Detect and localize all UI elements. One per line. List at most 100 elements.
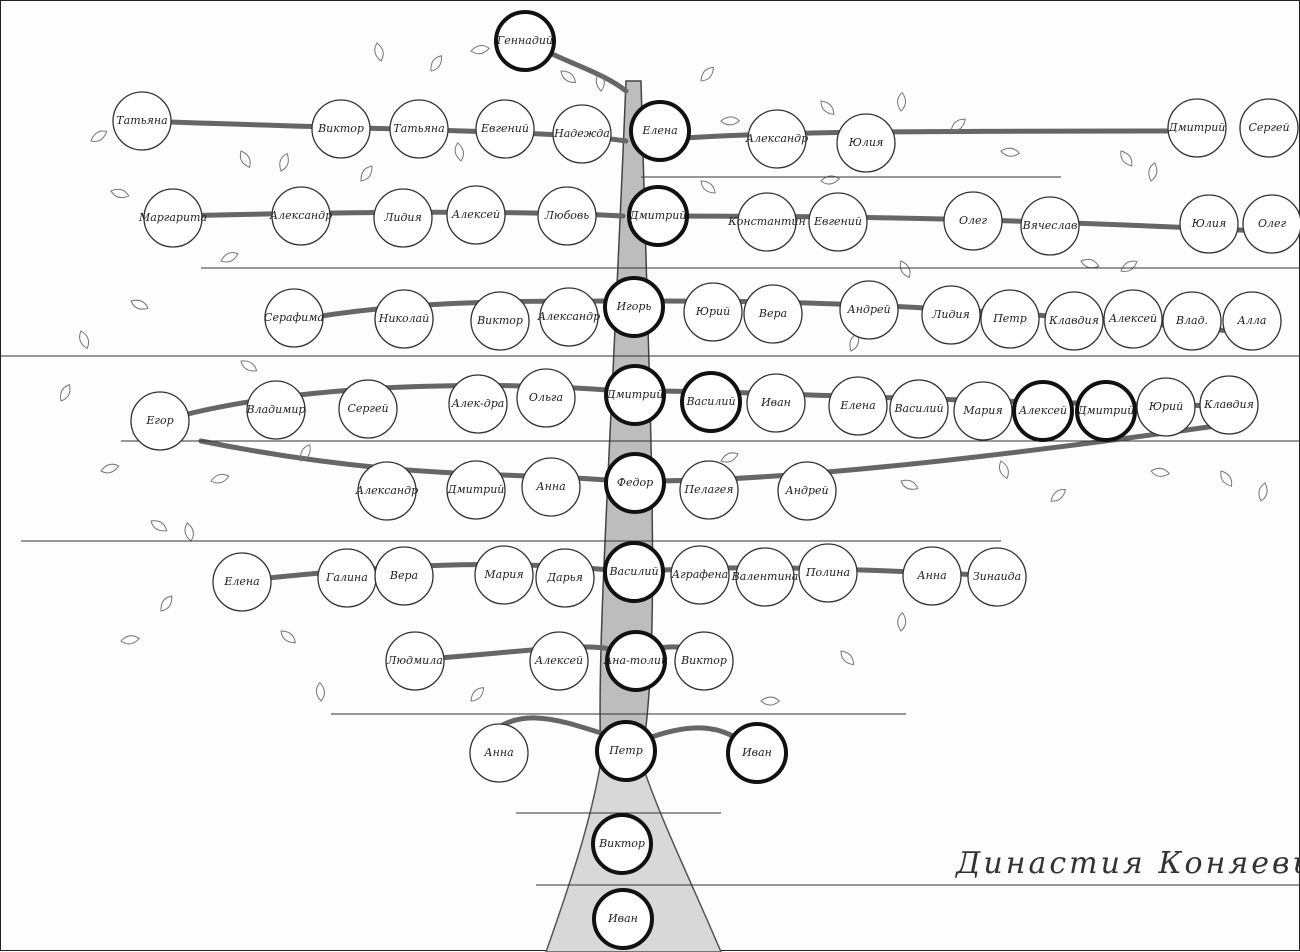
person-node: Виктор xyxy=(471,292,529,350)
leaf-stroke xyxy=(315,682,326,701)
leaf-stroke xyxy=(357,164,376,182)
person-node: Иван xyxy=(747,374,805,432)
person-node: Ана-толий xyxy=(603,632,668,690)
leaf-stroke xyxy=(279,627,297,646)
title-block: Династия Коняевых xyxy=(951,846,1300,885)
person-name: Надежда xyxy=(553,127,610,140)
leaf-stroke xyxy=(220,251,239,263)
person-node: Иван xyxy=(728,724,786,782)
person-node: Петр xyxy=(981,290,1039,348)
person-name: Виктор xyxy=(317,122,364,135)
person-name: Олег xyxy=(959,214,988,227)
person-node: Александр xyxy=(745,110,808,168)
person-node: Константин xyxy=(727,193,806,251)
leaf-stroke xyxy=(1048,487,1068,503)
leaf-stroke xyxy=(895,92,908,112)
person-node: Маргарита xyxy=(138,189,207,247)
person-name: Олег xyxy=(1258,217,1287,230)
person-node: Геннадий xyxy=(496,12,554,70)
person-name: Полина xyxy=(805,566,850,579)
person-name: Юрий xyxy=(695,305,730,318)
person-node: Валентина xyxy=(731,548,799,606)
person-node: Дарья xyxy=(536,549,594,607)
person-name: Вера xyxy=(758,307,787,320)
person-name: Елена xyxy=(223,575,259,588)
person-node: Егор xyxy=(131,392,189,450)
person-name: Елена xyxy=(641,124,677,137)
person-name: Елена xyxy=(839,399,875,412)
person-name: Василий xyxy=(685,395,735,408)
leaf-stroke xyxy=(101,464,119,473)
person-name: Вячеслав xyxy=(1022,219,1078,232)
person-node: Олег xyxy=(944,192,1002,250)
person-name: Юлия xyxy=(848,136,884,149)
person-node: Лидия xyxy=(922,286,980,344)
person-name: Федор xyxy=(617,476,653,489)
leaf-stroke xyxy=(130,296,150,313)
person-name: Мария xyxy=(483,568,523,581)
leaf-stroke xyxy=(559,67,577,86)
person-node: Иван xyxy=(594,890,652,948)
person-node: Юлия xyxy=(1180,195,1238,253)
leaf-stroke xyxy=(900,476,919,494)
person-name: Сергей xyxy=(1248,121,1289,134)
person-name: Егор xyxy=(145,414,173,427)
leaf-stroke xyxy=(899,259,912,279)
person-name: Серафима xyxy=(264,311,324,324)
person-node: Любовь xyxy=(538,187,596,245)
leaf-stroke xyxy=(239,357,258,376)
leaf-stroke xyxy=(276,152,293,172)
person-name: Алексей xyxy=(534,654,583,667)
leaf-stroke xyxy=(1255,482,1270,502)
person-node: Татьяна xyxy=(390,100,448,158)
person-name: Мария xyxy=(962,404,1002,417)
leaf-stroke xyxy=(149,517,168,536)
person-node: Дмитрий xyxy=(447,461,505,519)
person-name: Игорь xyxy=(616,300,652,313)
person-node: Пелагея xyxy=(680,461,738,519)
person-name: Анна xyxy=(483,746,513,759)
person-name: Андрей xyxy=(846,303,890,316)
person-node: Виктор xyxy=(675,632,733,690)
person-name: Дмитрий xyxy=(1168,121,1226,134)
person-node: Серафима xyxy=(264,289,324,347)
person-node: Надежда xyxy=(553,105,611,163)
person-name: Вера xyxy=(389,569,418,582)
person-name: Юлия xyxy=(1191,217,1227,230)
person-name: Юрий xyxy=(1148,400,1183,413)
leaf-stroke xyxy=(999,460,1009,479)
person-name: Александр xyxy=(269,209,332,222)
leaf-stroke xyxy=(455,143,464,161)
person-node: Дмитрий xyxy=(629,187,687,245)
person-name: Галина xyxy=(325,571,368,584)
person-name: Алексей xyxy=(451,208,500,221)
person-node: Лидия xyxy=(374,189,432,247)
person-node: Аграфена xyxy=(671,546,729,604)
person-node: Игорь xyxy=(605,278,663,336)
person-node: Дмитрий xyxy=(1077,382,1135,440)
person-name: Лидия xyxy=(383,211,422,224)
leaf-stroke xyxy=(760,695,779,707)
person-node: Олег xyxy=(1243,195,1300,253)
person-name: Дарья xyxy=(546,571,583,584)
leaf-stroke xyxy=(1150,465,1170,479)
person-name: Петр xyxy=(608,744,643,757)
person-name: Клавдия xyxy=(1048,314,1099,327)
person-node: Александр xyxy=(537,288,600,346)
person-node: Людмила xyxy=(386,632,444,690)
person-name: Татьяна xyxy=(393,122,444,135)
person-node: Дмитрий xyxy=(1168,99,1226,157)
person-node: Алек-дра xyxy=(449,375,507,433)
person-node: Анна xyxy=(903,547,961,605)
person-node: Евгений xyxy=(476,100,534,158)
person-name: Виктор xyxy=(476,314,523,327)
leaf-stroke xyxy=(821,175,840,185)
person-name: Сергей xyxy=(347,402,388,415)
person-name: Людмила xyxy=(386,654,443,667)
person-name: Иван xyxy=(760,396,791,409)
person-node: Татьяна xyxy=(113,92,171,150)
leaf-stroke xyxy=(211,474,229,483)
person-node: Клавдия xyxy=(1045,292,1103,350)
person-node: Мария xyxy=(475,546,533,604)
person-node: Полина xyxy=(799,544,857,602)
